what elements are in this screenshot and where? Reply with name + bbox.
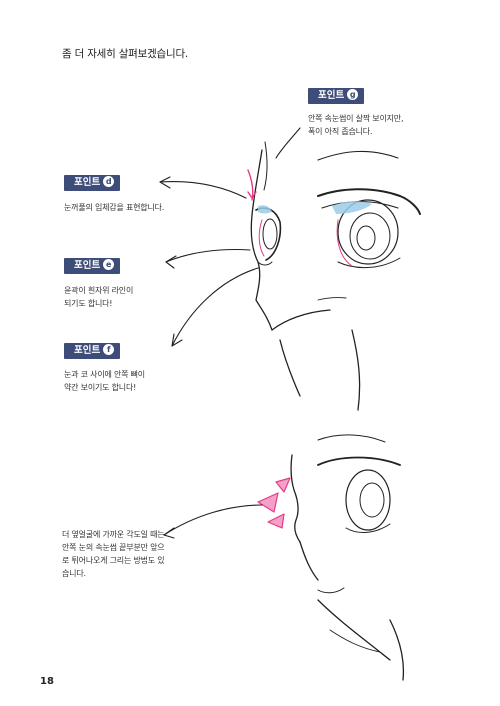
point-e-line-1: 윤곽이 흰자위 라인이 [64,286,134,295]
point-f-letter: f [103,344,115,355]
intro-text: 좀 더 자세히 살펴보겠습니다. [62,48,189,60]
bottom-note-line-4: 습니다. [62,569,86,578]
point-g-note: 안쪽 속눈썹이 살짝 보이지만, 폭이 아직 좁습니다. [308,112,403,138]
point-g-letter: g [347,89,359,100]
point-f-line-1: 눈과 코 사이에 안쪽 뼈이 [64,370,145,379]
bottom-note-line-3: 로 튀어나오게 그리는 방법도 있 [62,556,165,565]
point-e-note: 윤곽이 흰자위 라인이 되기도 합니다! [64,284,133,310]
point-e-line-2: 되기도 합니다! [64,299,113,308]
point-e-letter: e [103,259,115,270]
page-number: 18 [40,676,54,687]
bottom-note: 더 옆얼굴에 가까운 각도일 때는 안쪽 눈의 속눈썹 끝부분만 앞으 로 튀어… [62,528,165,580]
point-d-letter: d [103,176,115,187]
point-f-note: 눈과 코 사이에 안쪽 뼈이 약간 보이기도 합니다! [64,368,145,394]
point-f-line-2: 약간 보이기도 합니다! [64,383,137,392]
point-e-label: 포인트 [74,260,101,271]
bottom-note-line-2: 안쪽 눈의 속눈썹 끝부분만 앞으 [62,543,165,552]
point-f-label: 포인트 [74,345,101,356]
bottom-note-line-1: 더 옆얼굴에 가까운 각도일 때는 [62,530,165,539]
point-d-note: 눈꺼풀의 입체감을 표현합니다. [64,201,164,214]
lower-face-drawing [290,434,405,681]
point-d-line-1: 눈꺼풀의 입체감을 표현합니다. [64,203,165,212]
point-d-label: 포인트 [74,177,101,188]
point-g-label: 포인트 [318,90,345,101]
upper-face-drawing [250,141,421,411]
point-g-line-2: 폭이 아직 좁습니다. [308,127,373,136]
point-g-line-1: 안쪽 속눈썹이 살짝 보이지만, [308,114,404,123]
